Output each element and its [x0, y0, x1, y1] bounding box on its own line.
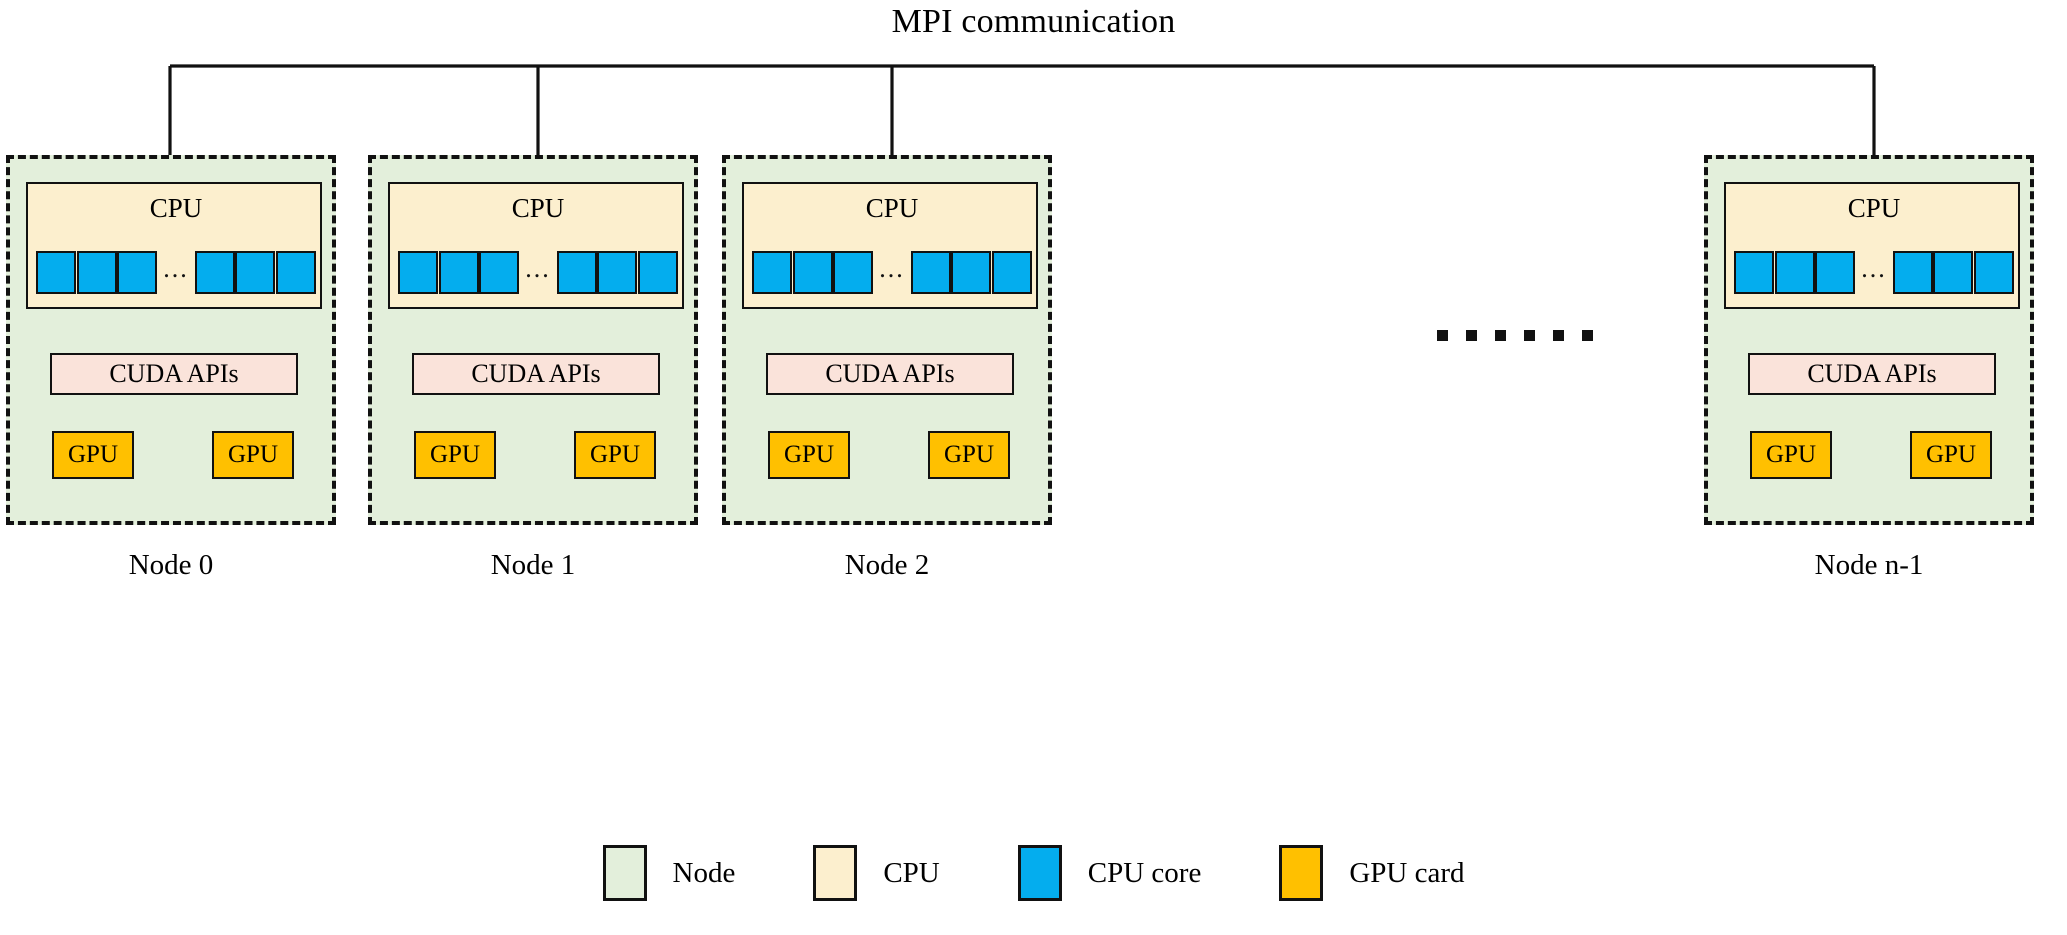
ellipsis-dot: [1495, 330, 1506, 341]
cpu-core[interactable]: [398, 250, 438, 294]
cpu-core[interactable]: [117, 250, 158, 294]
cpu-core[interactable]: [637, 250, 678, 294]
cuda-apis-box-2[interactable]: CUDA APIs: [766, 353, 1014, 395]
cpu-label-2: CPU: [865, 193, 919, 223]
gpu-card-1-0[interactable]: GPU: [414, 431, 496, 479]
cpu-core[interactable]: [991, 250, 1032, 294]
cpu-core-ellipsis-n-1: ...: [1861, 254, 1887, 283]
cpu-core[interactable]: [951, 250, 992, 294]
cpu-core-ellipsis-0: ...: [163, 254, 189, 283]
node-series-ellipsis: [1395, 330, 1635, 341]
cpu-core[interactable]: [1933, 250, 1974, 294]
diagram-title: MPI communication: [891, 3, 1176, 40]
legend-item-cpu-core: CPU core: [1017, 845, 1202, 901]
legend-item-node: Node: [602, 845, 736, 901]
legend-item-cpu: CPU: [813, 845, 940, 901]
legend-swatch-cpu: [813, 845, 858, 901]
cpu-core[interactable]: [235, 250, 276, 294]
legend-label-node: Node: [672, 857, 736, 889]
cpu-core-row-1: ...: [398, 248, 678, 296]
legend-swatch-cpu-core: [1017, 845, 1062, 901]
legend-label-cpu: CPU: [883, 857, 940, 889]
cpu-core[interactable]: [1973, 250, 2014, 294]
legend-label-gpu-card: GPU card: [1349, 857, 1465, 889]
ellipsis-dot: [1524, 330, 1535, 341]
node-card-n-1[interactable]: CPU ... CUDA APIs GPU GPU: [1704, 155, 2034, 525]
cpu-core-row-0: ...: [36, 248, 316, 296]
cpu-core-row-n-1: ...: [1734, 248, 2014, 296]
legend-swatch-gpu-card: [1279, 845, 1324, 901]
cpu-core[interactable]: [275, 250, 316, 294]
cpu-core[interactable]: [36, 250, 76, 294]
cpu-core[interactable]: [1774, 250, 1815, 294]
cpu-core[interactable]: [1892, 250, 1933, 294]
gpu-card-2-1[interactable]: GPU: [928, 431, 1010, 479]
cpu-label-1: CPU: [511, 193, 565, 223]
cpu-core-row-2: ...: [752, 248, 1032, 296]
gpu-card-n-1-1[interactable]: GPU: [1910, 431, 1992, 479]
cpu-core[interactable]: [597, 250, 638, 294]
legend-label-cpu-core: CPU core: [1087, 857, 1202, 889]
cpu-core[interactable]: [752, 250, 792, 294]
ellipsis-dot: [1582, 330, 1593, 341]
cpu-label-n-1: CPU: [1847, 193, 1901, 223]
gpu-card-2-0[interactable]: GPU: [768, 431, 850, 479]
ellipsis-dot: [1466, 330, 1477, 341]
legend: Node CPU CPU core GPU card: [0, 845, 2067, 901]
cpu-package-n-1: CPU ...: [1724, 182, 2020, 309]
gpu-card-0-1[interactable]: GPU: [212, 431, 294, 479]
cpu-core[interactable]: [1734, 250, 1774, 294]
cpu-label-0: CPU: [149, 193, 203, 223]
cpu-core[interactable]: [1815, 250, 1856, 294]
node-label-2: Node 2: [844, 549, 930, 581]
ellipsis-dot: [1437, 330, 1448, 341]
cpu-core[interactable]: [833, 250, 874, 294]
cpu-core-ellipsis-2: ...: [879, 254, 905, 283]
cpu-core[interactable]: [438, 250, 479, 294]
node-card-0[interactable]: CPU ... CUDA APIs GPU GPU: [6, 155, 336, 525]
cpu-core[interactable]: [910, 250, 951, 294]
legend-swatch-node: [602, 845, 647, 901]
gpu-card-0-0[interactable]: GPU: [52, 431, 134, 479]
cpu-core[interactable]: [194, 250, 235, 294]
node-card-2[interactable]: CPU ... CUDA APIs GPU GPU: [722, 155, 1052, 525]
ellipsis-dot: [1553, 330, 1564, 341]
cuda-apis-box-1[interactable]: CUDA APIs: [412, 353, 660, 395]
cpu-package-2: CPU ...: [742, 182, 1038, 309]
legend-item-gpu-card: GPU card: [1279, 845, 1465, 901]
cpu-package-0: CPU ...: [26, 182, 322, 309]
node-label-1: Node 1: [490, 549, 576, 581]
node-card-1[interactable]: CPU ... CUDA APIs GPU GPU: [368, 155, 698, 525]
cuda-apis-box-n-1[interactable]: CUDA APIs: [1748, 353, 1996, 395]
cpu-package-1: CPU ...: [388, 182, 684, 309]
cpu-core[interactable]: [479, 250, 520, 294]
cpu-core[interactable]: [556, 250, 597, 294]
cuda-apis-box-0[interactable]: CUDA APIs: [50, 353, 298, 395]
gpu-card-n-1-0[interactable]: GPU: [1750, 431, 1832, 479]
gpu-card-1-1[interactable]: GPU: [574, 431, 656, 479]
node-label-n-1: Node n-1: [1814, 549, 1924, 581]
cpu-core-ellipsis-1: ...: [525, 254, 551, 283]
node-label-0: Node 0: [128, 549, 214, 581]
cpu-core[interactable]: [76, 250, 117, 294]
cpu-core[interactable]: [792, 250, 833, 294]
